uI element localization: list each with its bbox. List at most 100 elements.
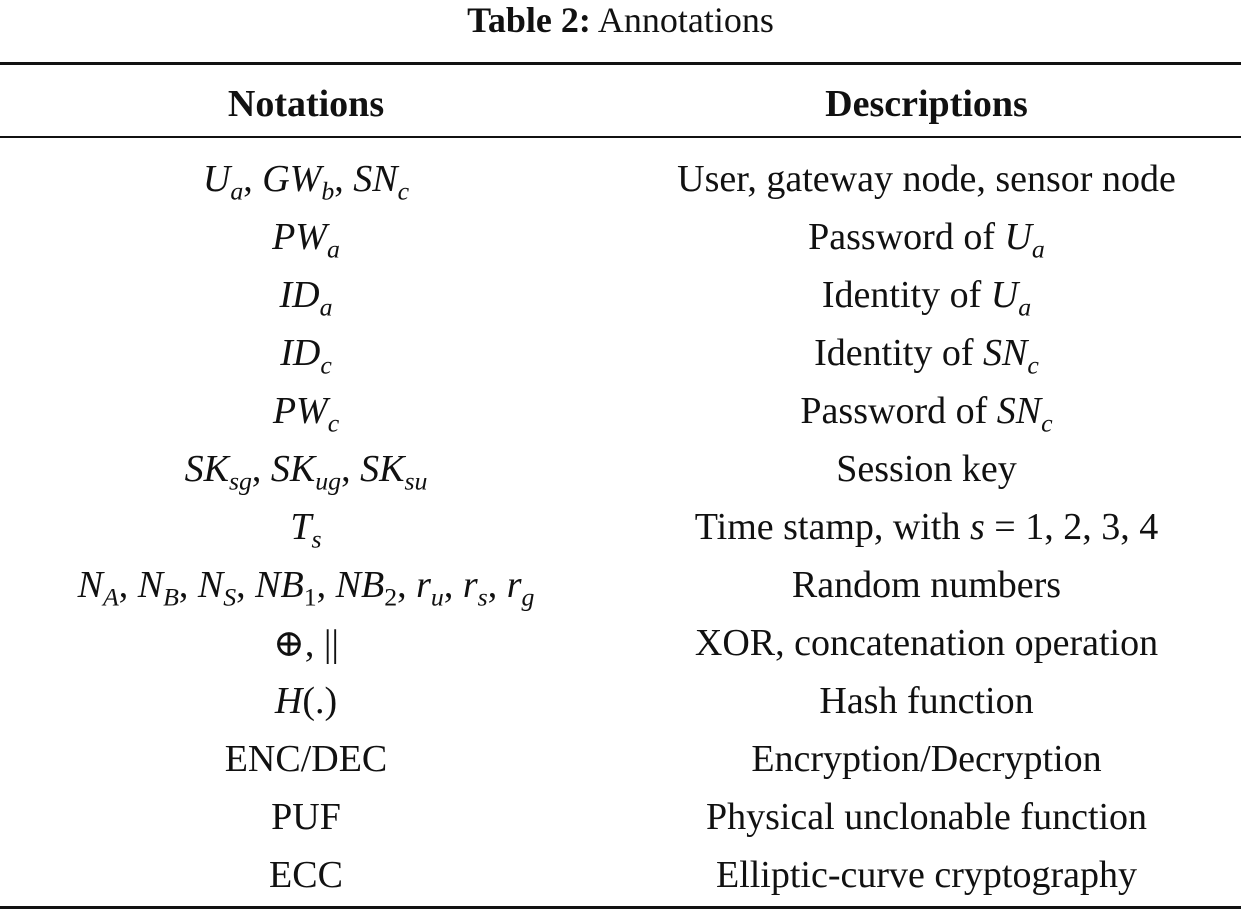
description-text: Password of: [808, 216, 1005, 258]
table-row: ENC/DEC Encryption/Decryption: [0, 730, 1241, 788]
notation-cell: PUF: [271, 796, 341, 838]
notation-cell: Ts: [0, 505, 612, 552]
symbol: r: [416, 564, 431, 606]
separator: ,: [178, 564, 198, 606]
symbol: r: [462, 564, 478, 606]
notation-cell: NA, NB, NS, NB1, NB2, ru, rs, rg: [0, 563, 612, 610]
symbol-argument: (.): [302, 680, 338, 722]
symbol: N: [137, 564, 164, 606]
description-cell: Time stamp, with s = 1, 2, 3, 4: [612, 505, 1241, 549]
notation-cell: ECC: [269, 854, 343, 896]
notation-cell: PWa: [0, 215, 612, 262]
separator: ,: [118, 564, 138, 606]
symbol: SN: [353, 158, 398, 200]
symbol: SK: [360, 448, 405, 490]
separator: ,: [251, 448, 271, 490]
symbol: T: [290, 506, 312, 548]
header-rule: [0, 136, 1241, 138]
subscript: a: [1018, 292, 1032, 322]
separator: ,: [236, 564, 256, 606]
subscript: s: [311, 524, 322, 554]
xor-symbol: ⊕: [272, 622, 305, 665]
table-row: Ts Time stamp, with s = 1, 2, 3, 4: [0, 498, 1241, 556]
symbol: SN: [996, 390, 1042, 432]
description-cell: Identity of SNc: [612, 331, 1241, 378]
symbol: U: [1004, 216, 1032, 258]
description-cell: Password of SNc: [612, 389, 1241, 436]
table-row: IDa Identity of Ua: [0, 266, 1241, 324]
symbol: SK: [270, 448, 316, 490]
table-row: PWa Password of Ua: [0, 208, 1241, 266]
symbol: U: [202, 158, 231, 200]
subscript: c: [320, 350, 332, 380]
subscript: 2: [384, 582, 398, 612]
description-text: Password of: [800, 390, 997, 432]
subscript: a: [319, 292, 333, 322]
top-rule: [0, 62, 1241, 65]
bottom-rule: [0, 906, 1241, 909]
symbol: SK: [184, 448, 229, 490]
symbol: N: [77, 564, 103, 606]
symbol: ID: [280, 332, 321, 374]
notation-cell: SKsg, SKug, SKsu: [0, 447, 612, 494]
symbol: NB: [255, 564, 304, 606]
subscript: g: [521, 582, 535, 612]
notation-cell: H(.): [0, 679, 612, 723]
subscript: S: [223, 582, 237, 612]
notation-cell: ENC/DEC: [224, 738, 388, 780]
table-row: H(.) Hash function: [0, 672, 1241, 730]
description-cell: Encryption/Decryption: [751, 738, 1102, 780]
notation-cell: ⊕, ||: [0, 621, 612, 666]
subscript: c: [397, 176, 410, 206]
subscript: u: [430, 582, 444, 612]
table-row: SKsg, SKug, SKsu Session key: [0, 440, 1241, 498]
symbol: PW: [272, 216, 327, 258]
subscript: su: [404, 466, 428, 496]
symbol: GW: [262, 158, 322, 200]
table-row: Ua, GWb, SNc User, gateway node, sensor …: [0, 150, 1241, 208]
description-cell: Hash function: [819, 680, 1034, 722]
description-cell: User, gateway node, sensor node: [677, 158, 1176, 200]
notation-cell: IDa: [0, 273, 612, 320]
separator: ,: [304, 622, 324, 665]
subscript: sg: [228, 466, 252, 496]
table-row: ECC Elliptic-curve cryptography: [0, 846, 1241, 904]
notation-cell: Ua, GWb, SNc: [0, 157, 612, 204]
subscript: a: [230, 176, 244, 206]
description-text: = 1, 2, 3, 4: [984, 506, 1159, 548]
symbol: PW: [272, 390, 328, 432]
separator: ,: [487, 564, 507, 606]
description-cell: Physical unclonable function: [705, 796, 1148, 838]
description-cell: Elliptic-curve cryptography: [715, 854, 1137, 896]
table-row: IDc Identity of SNc: [0, 324, 1241, 382]
description-cell: Session key: [836, 448, 1017, 490]
description-cell: Identity of Ua: [612, 273, 1241, 320]
table-row: PWc Password of SNc: [0, 382, 1241, 440]
description-text: Time stamp, with: [694, 506, 970, 548]
description-text: Identity of: [821, 274, 991, 316]
symbol: r: [506, 564, 522, 606]
symbol: ID: [279, 274, 320, 316]
symbol: SN: [983, 332, 1028, 374]
header-notations: Notations: [227, 83, 385, 125]
description-text: Identity of: [814, 332, 984, 374]
table-caption-title: Annotations: [597, 0, 774, 40]
subscript: c: [1027, 350, 1039, 380]
table-row: ⊕, || XOR, concatenation operation: [0, 614, 1241, 672]
notation-cell: PWc: [0, 389, 612, 436]
notation-cell: IDc: [0, 331, 612, 378]
concatenation-symbol: ||: [323, 622, 340, 665]
subscript: 1: [303, 582, 317, 612]
separator: ,: [316, 564, 336, 606]
table-caption: Table 2: Annotations: [0, 0, 1241, 40]
symbol: s: [969, 506, 985, 548]
table-caption-label: Table 2:: [467, 0, 591, 40]
description-cell: Random numbers: [791, 564, 1062, 606]
symbol: U: [990, 274, 1019, 316]
table-row: PUF Physical unclonable function: [0, 788, 1241, 846]
subscript: a: [1031, 234, 1045, 264]
description-cell: XOR, concatenation operation: [694, 622, 1159, 664]
table-row: NA, NB, NS, NB1, NB2, ru, rs, rg Random …: [0, 556, 1241, 614]
separator: ,: [341, 448, 361, 490]
subscript: b: [321, 176, 335, 206]
